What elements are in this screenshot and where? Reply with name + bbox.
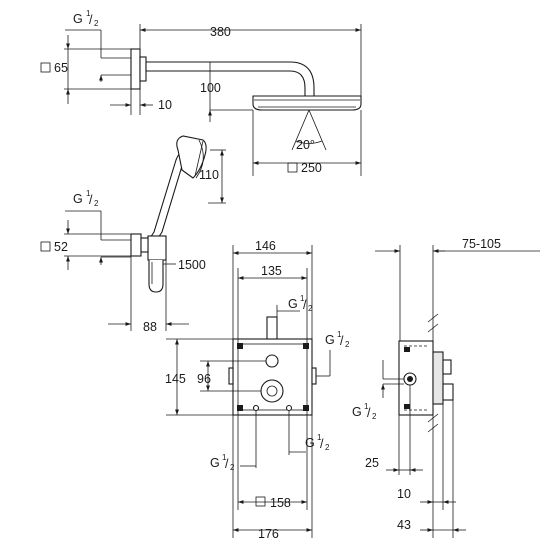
hand-shower-view: 110 G 1 / 2 52 1500 88: [40, 135, 226, 334]
dim-arm-wall-offset: 10: [158, 98, 172, 112]
dim-box-bottom-left-num: 1: [222, 453, 227, 462]
dim-arm-drop: 100: [200, 81, 221, 95]
square-symbol-icon: [40, 241, 51, 252]
dim-arm-connection-G: G: [73, 12, 83, 26]
concealed-box-side-view: 75-105 G 1 / 2 25 10 43: [352, 237, 540, 538]
arm-flange-collar: [139, 56, 147, 82]
dim-hose-length: 1500: [178, 258, 206, 272]
fraction-slash: /: [89, 193, 93, 207]
fraction-slash: /: [320, 437, 324, 451]
dim-elbow-connection-num: 1: [86, 189, 91, 198]
concealed-box-front-view: 146 135 G 1 / 2 G 1 / 2 145 96 G 1 /: [165, 239, 350, 541]
hand-shower-holder: [147, 235, 167, 261]
square-symbol-icon: [287, 162, 298, 173]
dim-side-install-depth: 75-105: [462, 237, 501, 251]
dim-box-right-G: G: [325, 333, 335, 347]
dim-side-G: G: [352, 405, 362, 419]
dim-box-bottom-right-G: G: [305, 436, 315, 450]
dim-elbow-connection-G: G: [73, 192, 83, 206]
shower-arm-pipe: [145, 61, 315, 97]
dim-arm-flange-square: 65: [54, 61, 68, 75]
dim-box-right-den: 2: [345, 340, 350, 349]
wall-elbow-nut: [140, 237, 149, 253]
square-symbol-icon: [40, 62, 51, 73]
dim-box-right-num: 1: [337, 330, 342, 339]
dim-elbow-square: 52: [54, 240, 68, 254]
dim-hand-shower-height: 110: [199, 168, 219, 182]
dim-side-den: 2: [372, 412, 377, 421]
dim-box-top-den: 2: [308, 304, 313, 313]
dim-head-angle: 20°: [296, 138, 315, 152]
dim-arm-connection-den: 2: [94, 19, 99, 28]
dim-side-num: 1: [364, 402, 369, 411]
dim-box-cover-square: 158: [270, 496, 291, 510]
square-symbol-icon: [255, 496, 266, 507]
box-inner-frame: [237, 343, 308, 411]
dim-box-bottom-left-den: 2: [230, 463, 235, 472]
fraction-slash: /: [89, 13, 93, 27]
box-upper-valve: [265, 354, 279, 368]
shower-arm-view: 380 G 1 / 2 65 100 10 20°: [40, 9, 362, 176]
dim-box-top-G: G: [288, 297, 298, 311]
dim-arm-connection-num: 1: [86, 9, 91, 18]
fraction-slash: /: [367, 406, 371, 420]
dim-box-bottom-left-G: G: [210, 456, 220, 470]
dim-box-inner-height: 96: [197, 372, 211, 386]
arm-wall-flange: [130, 48, 141, 90]
dim-side-10: 10: [397, 487, 411, 501]
dim-box-total-width: 176: [258, 527, 279, 541]
dim-elbow-connection-den: 2: [94, 199, 99, 208]
box-top-port: [266, 316, 278, 340]
box-thermostat: [260, 379, 284, 403]
fraction-slash: /: [303, 298, 307, 312]
dim-box-bottom-right-den: 2: [325, 443, 330, 452]
shower-head: [252, 95, 362, 111]
dim-side-25: 25: [365, 456, 379, 470]
dim-head-square: 250: [301, 161, 322, 175]
side-cover-plate: [432, 351, 444, 405]
dim-box-inner-width: 135: [261, 264, 282, 278]
dim-box-top-num: 1: [300, 294, 305, 303]
dim-box-bottom-right-num: 1: [317, 433, 322, 442]
dim-box-outer-width: 146: [255, 239, 276, 253]
dim-side-43: 43: [397, 518, 411, 532]
fraction-slash: /: [225, 457, 229, 471]
hose-stub: [148, 260, 164, 293]
wall-elbow: [130, 233, 142, 257]
dim-box-height: 145: [165, 372, 186, 386]
box-body: [232, 338, 313, 416]
hand-shower-head: [176, 135, 207, 179]
dim-arm-length: 380: [210, 25, 231, 39]
fraction-slash: /: [340, 334, 344, 348]
dim-elbow-depth: 88: [143, 320, 157, 334]
